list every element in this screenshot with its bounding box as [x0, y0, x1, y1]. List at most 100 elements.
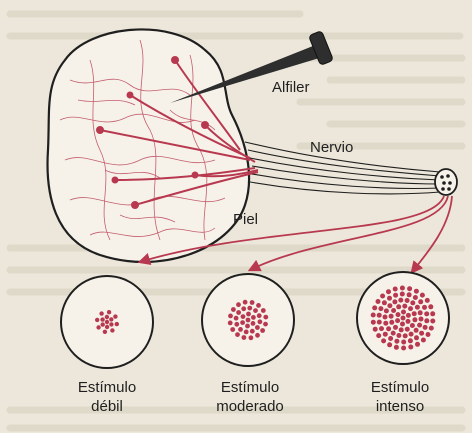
impulse-dot: [407, 286, 412, 291]
impulse-dot: [401, 310, 406, 315]
impulse-dot: [421, 338, 426, 343]
impulse-dot: [400, 286, 405, 291]
impulse-dot: [115, 322, 119, 326]
impulse-dot: [372, 305, 377, 310]
impulse-dot: [377, 313, 382, 318]
impulse-dot: [109, 322, 113, 326]
impulse-dot: [244, 330, 249, 335]
impulse-dot: [423, 325, 428, 330]
impulse-dot: [377, 320, 382, 325]
skin-label: Piel: [233, 211, 258, 228]
impulse-dot: [403, 333, 408, 338]
impulse-dot: [249, 335, 254, 340]
impulse-dot: [242, 335, 247, 340]
impulse-dot: [412, 317, 417, 322]
pin-label: Alfiler: [272, 79, 310, 96]
impulse-dot: [410, 323, 415, 328]
impulse-dot: [417, 323, 422, 328]
impulse-dot: [412, 311, 417, 316]
impulse-dot: [228, 314, 233, 319]
stimulus-weak-level: débil: [91, 398, 123, 415]
impulse-dot: [426, 332, 431, 337]
impulse-dot: [425, 298, 430, 303]
impulse-dot: [410, 300, 415, 305]
impulse-dot: [394, 339, 399, 344]
impulse-dot: [428, 304, 433, 309]
impulse-dot: [228, 321, 233, 326]
impulse-dot: [419, 331, 424, 336]
impulse-dot: [238, 327, 243, 332]
impulse-dot: [234, 316, 239, 321]
nerve-label: Nervio: [310, 139, 353, 156]
impulse-dot: [396, 312, 401, 317]
impulse-dot: [398, 298, 403, 303]
impulse-dot: [241, 306, 246, 311]
impulse-dot: [396, 333, 401, 338]
impulse-dot: [105, 320, 109, 324]
impulse-dot: [378, 306, 383, 311]
impulse-dot: [379, 326, 384, 331]
stimulus-intense-level: intenso: [376, 398, 424, 415]
impulse-dot: [395, 318, 400, 323]
impulse-dot: [415, 342, 420, 347]
impulse-dot: [401, 340, 406, 345]
impulse-dot: [387, 303, 392, 308]
impulse-dot: [408, 345, 413, 350]
nerve-cross-section: [435, 169, 457, 195]
impulse-dot: [407, 292, 412, 297]
impulse-dot: [100, 317, 104, 321]
impulse-dot: [256, 303, 261, 308]
impulse-dot: [371, 313, 376, 318]
impulse-dot: [383, 321, 388, 326]
impulse-dot: [96, 325, 100, 329]
impulse-dot: [235, 332, 240, 337]
impulse-dot: [429, 326, 434, 331]
impulse-dot: [406, 313, 411, 318]
impulse-dot: [101, 322, 105, 326]
stimulus-moderate-title: Estímulo: [221, 379, 279, 396]
impulse-dot: [386, 326, 391, 331]
impulse-dot: [414, 289, 419, 294]
impulse-dot: [422, 305, 427, 310]
impulse-dot: [391, 308, 396, 313]
impulse-dot: [414, 335, 419, 340]
impulse-dot: [246, 318, 251, 323]
impulse-dot: [113, 314, 117, 318]
impulse-dot: [394, 345, 399, 350]
impulse-dot: [240, 320, 245, 325]
impulse-dot: [253, 308, 258, 313]
impulse-dot: [430, 319, 435, 324]
impulse-dot: [430, 311, 435, 316]
impulse-dot: [246, 312, 251, 317]
impulse-dot: [400, 292, 405, 297]
impulse-dot: [251, 315, 256, 320]
impulse-dot: [236, 310, 241, 315]
impulse-dot: [247, 306, 252, 311]
impulse-dot: [389, 314, 394, 319]
impulse-dot: [236, 302, 241, 307]
impulse-dot: [383, 332, 388, 337]
impulse-dot: [401, 316, 406, 321]
impulse-dot: [408, 338, 413, 343]
impulse-dot: [419, 317, 424, 322]
impulse-dot: [99, 311, 103, 315]
impulse-dot: [258, 319, 263, 324]
impulse-dot: [230, 327, 235, 332]
impulse-dot: [95, 318, 99, 322]
impulse-dot: [399, 327, 404, 332]
stimulus-moderate-level: moderado: [216, 398, 284, 415]
impulse-dot: [414, 328, 419, 333]
impulse-dot: [388, 336, 393, 341]
impulse-dot: [107, 310, 111, 314]
impulse-dot: [263, 322, 268, 327]
impulse-dot: [393, 325, 398, 330]
impulse-dot: [424, 311, 429, 316]
impulse-dot: [408, 306, 413, 311]
impulse-dot: [384, 308, 389, 313]
impulse-dot: [371, 320, 376, 325]
impulse-dot: [261, 308, 266, 313]
impulse-dot: [424, 318, 429, 323]
impulse-dot: [376, 333, 381, 338]
impulse-dot: [255, 325, 260, 330]
